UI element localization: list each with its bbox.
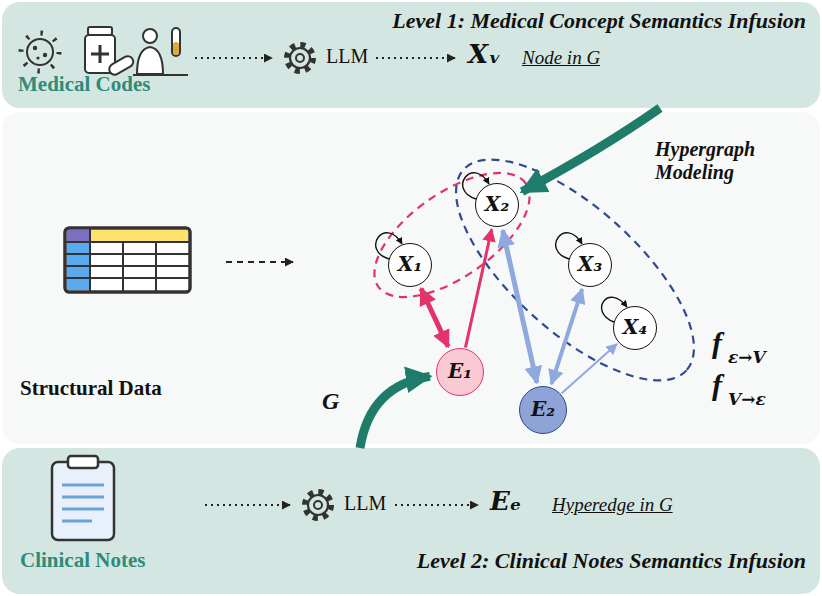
node-label: X₁ — [398, 253, 422, 276]
dotted-arrow — [376, 57, 455, 59]
node-label: X₄ — [623, 316, 647, 339]
gear-icon — [305, 492, 331, 518]
lab-icon — [133, 28, 188, 75]
self-loop — [376, 233, 402, 259]
math-symbol: Xᵥ — [468, 40, 501, 70]
medicine-icon — [85, 27, 135, 77]
incidence-arrow — [421, 289, 448, 347]
gear-icon — [287, 45, 313, 71]
clipboard-icon — [52, 456, 114, 540]
math-symbol: G — [322, 388, 339, 416]
math-subscript: V→ε — [728, 390, 766, 410]
source-label: Medical Codes — [18, 72, 150, 96]
output-label: Hyperedge in G — [552, 494, 673, 516]
output-label: Node in G — [522, 47, 600, 69]
incidence-arrow — [465, 229, 491, 347]
dotted-arrow — [195, 57, 272, 59]
node-circle: X₂ — [475, 183, 519, 227]
math-subscript: ε→V — [728, 348, 766, 368]
node-label: X₂ — [485, 193, 509, 216]
hyperedge-circle: E₁ — [436, 348, 484, 396]
hyperedge-outline — [354, 149, 550, 321]
node-label: E₂ — [531, 398, 555, 421]
model-label: LLM — [344, 492, 386, 515]
node-circle: X₃ — [568, 243, 612, 287]
hyperedge-outline — [422, 124, 728, 417]
source-label: Structural Data — [20, 376, 162, 400]
table-icon — [65, 228, 190, 292]
node-circle: X₄ — [613, 306, 657, 350]
node-label: X₃ — [578, 253, 602, 276]
infusion-arrow — [522, 108, 660, 192]
self-loop — [463, 173, 489, 199]
virus-icon — [21, 33, 59, 71]
source-label: Clinical Notes — [20, 548, 145, 572]
self-loop — [602, 297, 627, 322]
dotted-arrow — [395, 504, 478, 506]
math-symbol: f — [712, 326, 722, 361]
level-band: Clinical Notes Level 2: Clinical Notes Se… — [2, 448, 820, 594]
band-title: Level 1: Medical Concept Semantics Infus… — [392, 8, 806, 33]
incidence-arrow — [503, 230, 537, 382]
self-loop — [556, 233, 582, 259]
level-band: Level 1: Medical Concept Semantics Infus… — [2, 2, 820, 108]
dotted-arrow — [205, 504, 290, 506]
section-title: Hypergraph Modeling — [655, 138, 805, 184]
math-symbol: f — [712, 368, 722, 403]
model-label: LLM — [326, 45, 368, 68]
math-symbol: Eₑ — [490, 487, 521, 517]
incidence-arrow — [562, 344, 617, 393]
dashed-arrow — [226, 261, 293, 263]
hyperedge-circle: E₂ — [519, 386, 567, 434]
node-label: E₁ — [448, 360, 472, 383]
node-circle: X₁ — [388, 243, 432, 287]
infusion-arrow — [360, 376, 430, 448]
incidence-arrow — [551, 289, 582, 384]
band-title: Level 2: Clinical Notes Semantics Infusi… — [417, 548, 806, 573]
